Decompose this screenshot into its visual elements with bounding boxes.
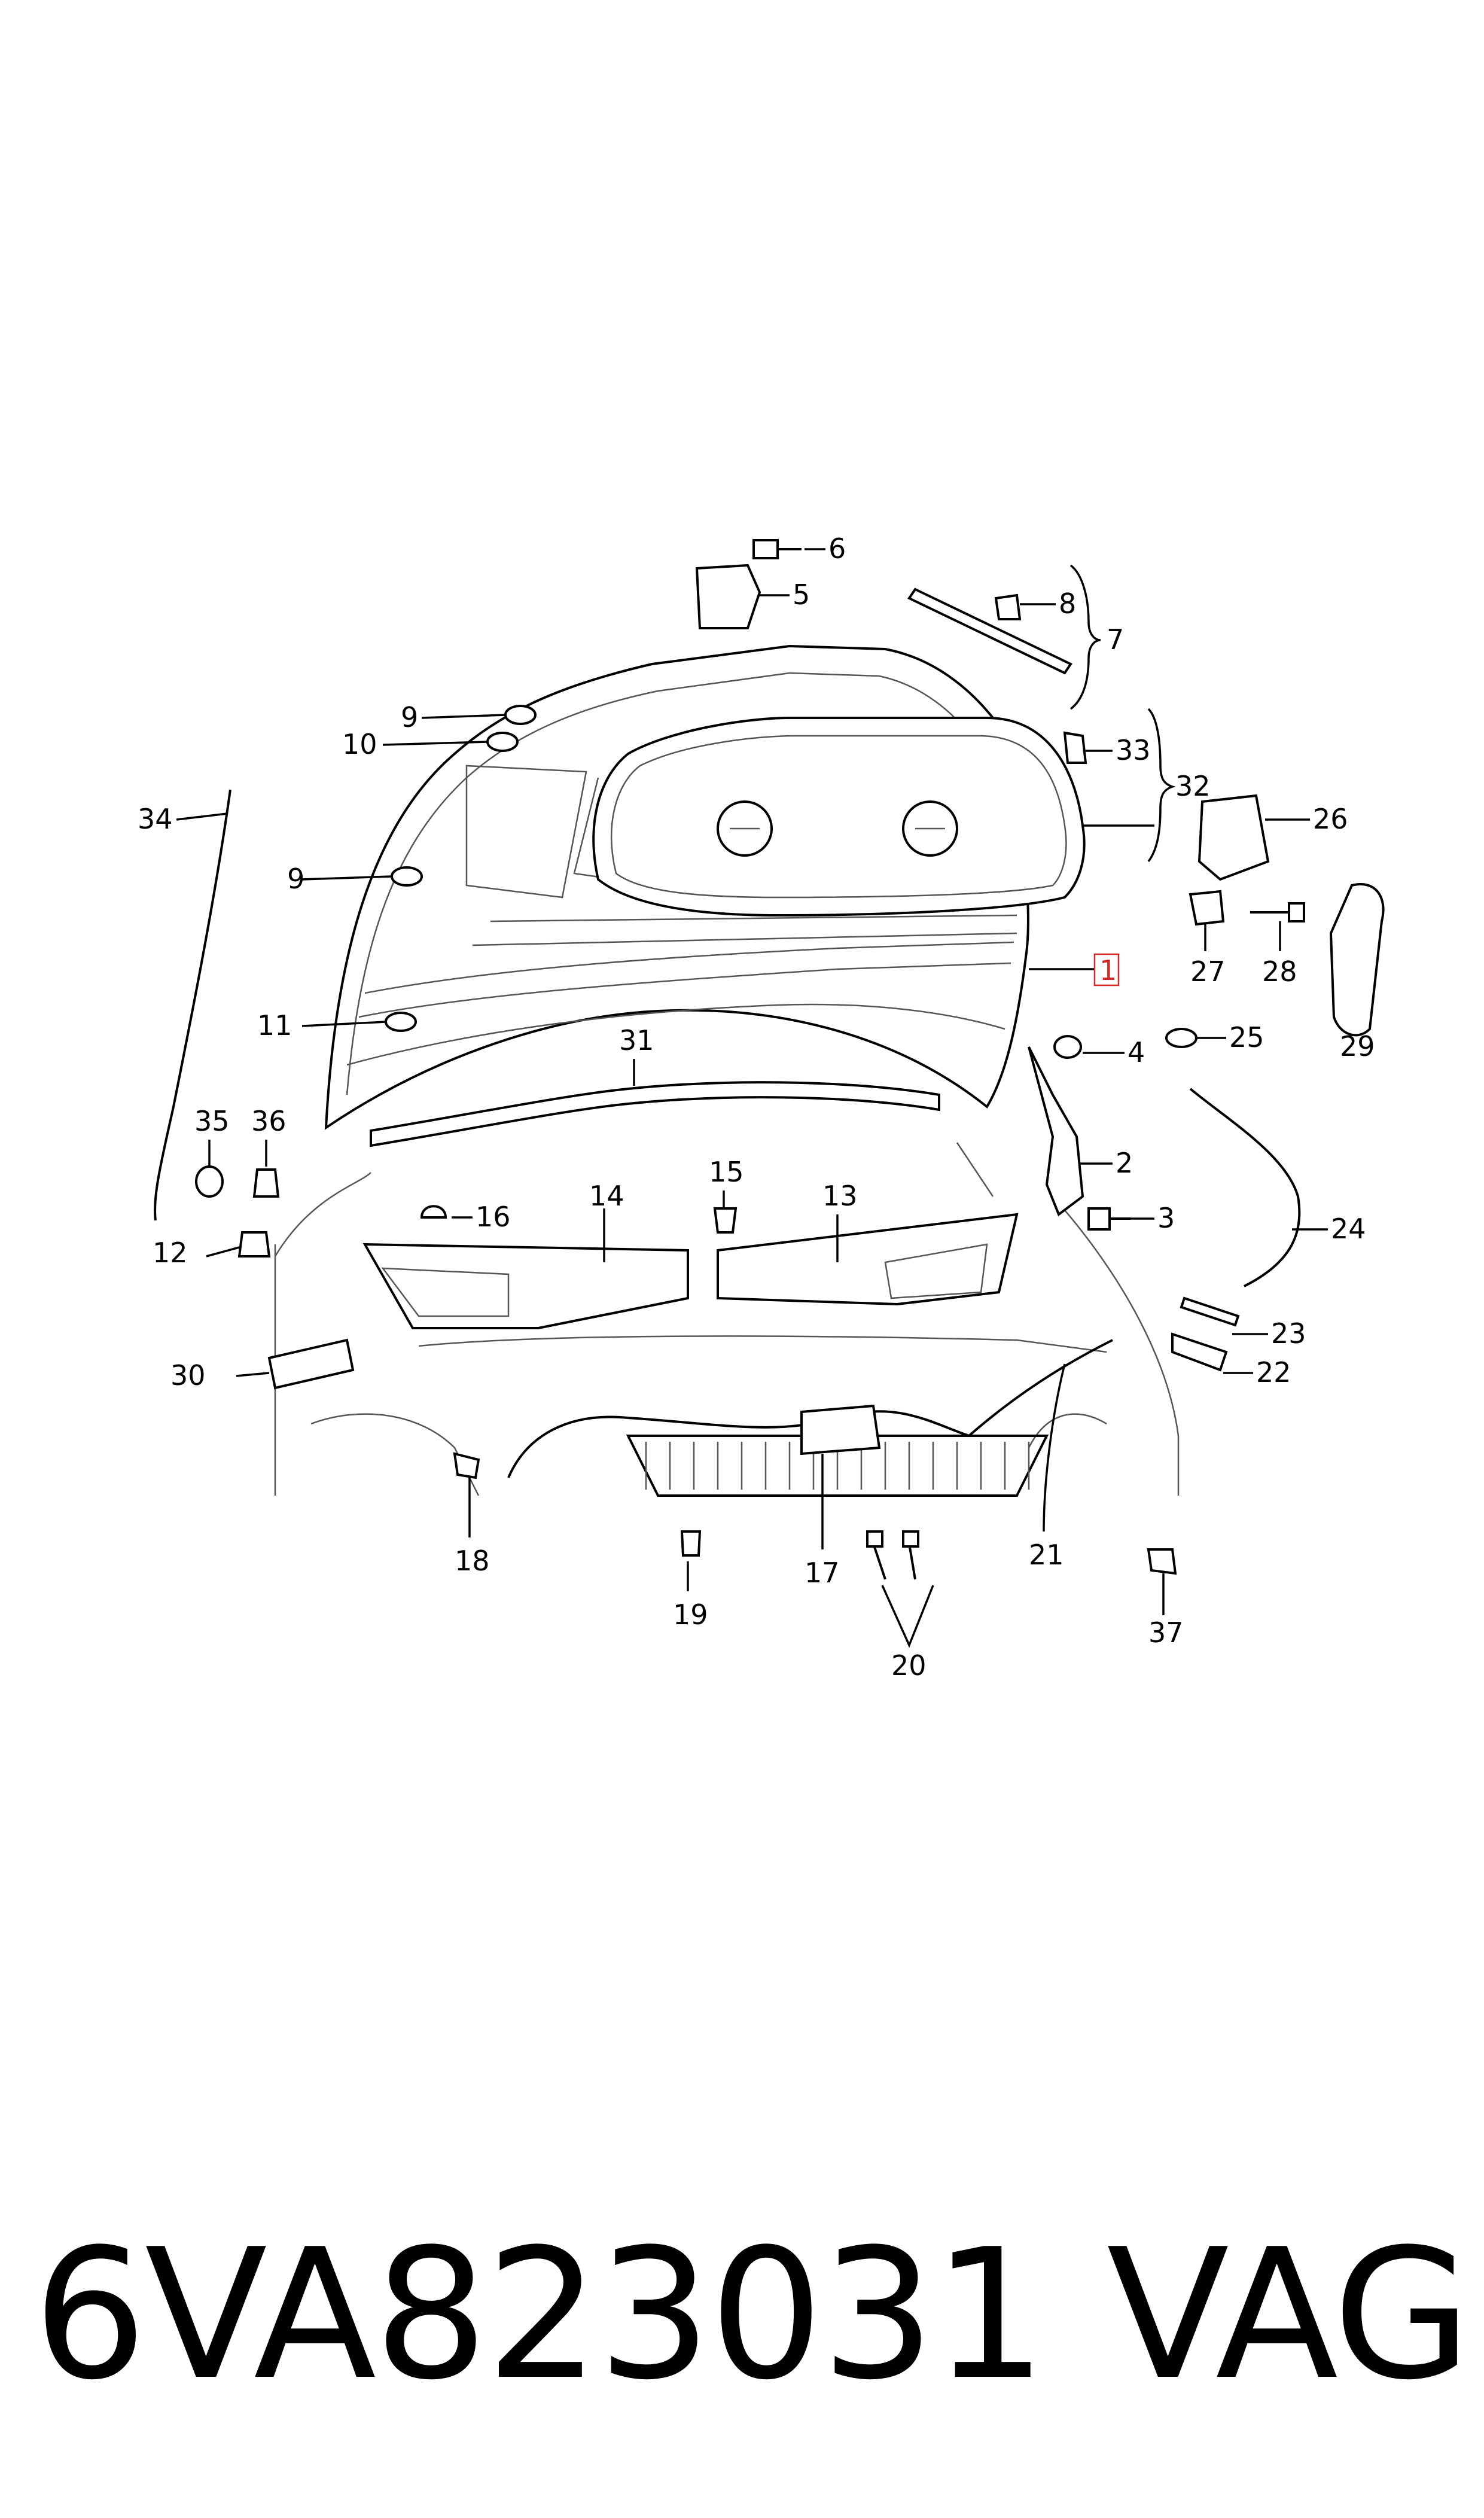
bolt-3 [1087,1207,1130,1231]
callout-18: 18 [455,1545,490,1577]
support-rod [154,789,231,1221]
callout-26: 26 [1313,803,1348,835]
release-cable [507,1339,1113,1478]
plenum-panel-left [362,1243,689,1329]
callout-22: 22 [1256,1356,1291,1389]
callout-27: 27 [1190,955,1226,988]
callout-19: 19 [673,1599,708,1631]
clip-37 [1147,1548,1177,1575]
callout-17: 17 [805,1557,840,1589]
callout-36: 36 [251,1105,287,1137]
plug-19 [680,1530,702,1557]
bolt-6 [752,539,802,559]
callout-8: 8 [1059,587,1076,620]
callout-9-upper: 9 [401,701,418,733]
washer-25 [1165,1028,1197,1048]
strip-7 [907,587,1072,675]
body-outline [274,1142,1180,1497]
callout-16: 16 [476,1201,511,1233]
callout-1-box [1093,953,1120,987]
hinge-2 [1028,1046,1084,1217]
bracket-30 [267,1338,355,1390]
callout-1: 1 [1099,954,1117,987]
callout-labels: 1 2 3 4 5 6 7 8 9 9 10 11 12 13 14 15 16… [138,532,1375,1682]
cable-24 [1189,1088,1301,1287]
callout-10: 10 [342,728,377,760]
bracket-5 [695,564,761,629]
plenum-panel-right [717,1213,1019,1306]
callout-24: 24 [1331,1213,1366,1245]
insulation-mat [592,717,1086,917]
callout-2: 2 [1116,1147,1133,1179]
cap-12 [237,1231,271,1258]
callout-30: 30 [170,1359,206,1392]
callout-13: 13 [822,1180,858,1212]
clip-36 [252,1168,280,1198]
callout-9-lower: 9 [287,863,304,895]
screw-28 [1250,902,1305,922]
plug-15 [713,1207,738,1234]
callout-7: 7 [1107,623,1124,656]
callout-31: 31 [619,1024,654,1056]
callout-25: 25 [1229,1021,1264,1054]
part-number: 6VA823031 [33,2211,1047,2419]
buffer-35 [195,1165,224,1198]
clip-33 [1063,731,1087,764]
bracket-26 [1197,794,1270,881]
callout-15: 15 [709,1156,744,1188]
hood-seal [370,1081,940,1147]
handle-29 [1329,883,1385,1037]
callout-33: 33 [1116,734,1151,766]
brand-name: VAG [1107,2211,1471,2419]
nut-4 [1053,1035,1082,1059]
bolts-20 [866,1530,919,1580]
callout-6: 6 [828,532,846,565]
callout-14: 14 [589,1180,624,1212]
callout-28: 28 [1262,955,1297,988]
callout-23: 23 [1271,1317,1306,1350]
seal-16 [420,1205,447,1219]
callout-5: 5 [793,578,810,611]
callout-35: 35 [194,1105,230,1137]
clip-27 [1189,890,1225,926]
callout-20: 20 [891,1649,927,1682]
plugs-9-10-11 [385,705,537,1032]
callout-32: 32 [1175,770,1211,802]
clip-8 [994,593,1022,620]
hood-lock [800,1404,881,1456]
callout-4: 4 [1128,1036,1145,1068]
callout-3: 3 [1157,1202,1175,1234]
callout-37: 37 [1148,1616,1184,1649]
callout-34: 34 [138,803,173,835]
callout-11: 11 [257,1009,292,1042]
holder-18 [453,1452,480,1479]
callout-29: 29 [1340,1030,1375,1062]
callout-12: 12 [153,1237,188,1269]
leader-lines [176,548,1328,1648]
parts-22-23 [1171,1296,1240,1372]
callout-21: 21 [1029,1539,1064,1571]
